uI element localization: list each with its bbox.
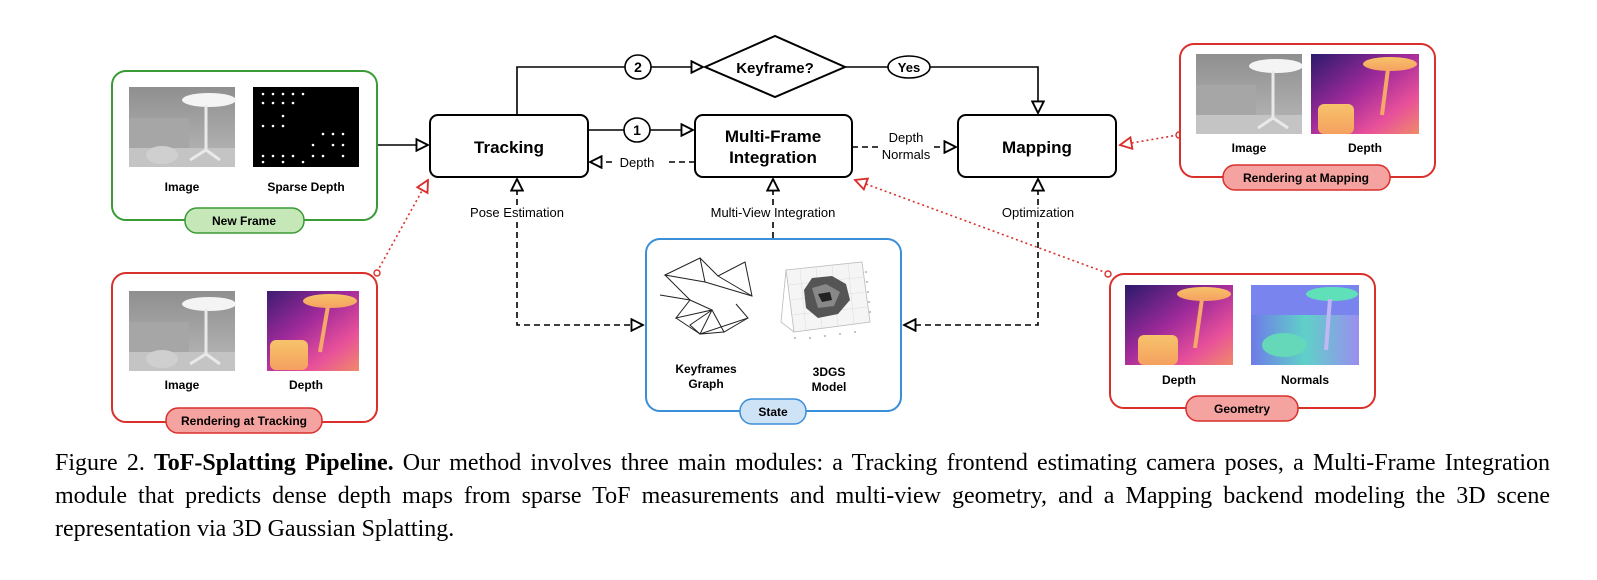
new-frame-image <box>129 87 236 167</box>
step-1-badge: 1 <box>623 117 651 143</box>
geometry-normals <box>1251 285 1359 365</box>
keyframe-label: Keyframe? <box>736 60 814 77</box>
rendering-at-tracking-tag: Rendering at Tracking <box>181 414 307 428</box>
rendering-at-mapping-panel: Image Depth Rendering at Mapping <box>1179 43 1436 191</box>
depth-edge-label: Depth <box>620 155 655 170</box>
render-mapping-depth-label: Depth <box>1348 141 1382 155</box>
new-frame-panel: Image Sparse Depth New Frame <box>111 70 378 234</box>
yes-label: Yes <box>898 60 920 75</box>
keyframe-decision: Keyframe? <box>702 34 848 99</box>
caption-body: Our method involves three main modules: … <box>55 450 1550 542</box>
state-panel: Keyframes Graph 3DGS Model State <box>645 238 902 425</box>
figure-caption: Figure 2. ToF-Splatting Pipeline. Our me… <box>55 447 1550 546</box>
depth-normals-line2: Normals <box>882 147 931 162</box>
geometry-depth-label: Depth <box>1162 373 1196 387</box>
geometry-tag: Geometry <box>1214 402 1270 416</box>
pose-estimation-label: Pose Estimation <box>470 205 564 220</box>
new-frame-sparse-depth <box>253 87 359 167</box>
step-1-label: 1 <box>633 122 641 138</box>
render-tracking-depth-label: Depth <box>289 378 323 392</box>
geometry-panel: Depth Normals Geometry <box>1109 273 1376 422</box>
depth-normals-line1: Depth <box>889 130 924 145</box>
geometry-normals-label: Normals <box>1281 373 1329 387</box>
state-tag: State <box>758 405 788 419</box>
mfi-label-line1: Multi-Frame <box>725 127 821 146</box>
mapping-node: Mapping <box>957 114 1117 178</box>
3dgs-model-label-line2: Model <box>812 380 847 394</box>
new-frame-tag: New Frame <box>212 214 276 228</box>
caption-figure-number: Figure 2. <box>55 450 154 476</box>
optimization-label: Optimization <box>1002 205 1074 220</box>
yes-badge: Yes <box>887 55 931 79</box>
keyframes-graph-illustration <box>659 257 753 335</box>
tracking-node: Tracking <box>429 114 589 178</box>
mapping-label: Mapping <box>1002 138 1072 157</box>
rendering-at-mapping-tag: Rendering at Mapping <box>1243 171 1369 185</box>
pipeline-diagram: Tracking Multi-Frame Integration Mapping… <box>111 34 1436 434</box>
multiview-integration-label: Multi-View Integration <box>711 205 836 220</box>
3dgs-model-illustration <box>780 261 871 339</box>
rendering-at-tracking-panel: Image Depth Rendering at Tracking <box>111 272 378 434</box>
step-2-label: 2 <box>634 59 642 75</box>
render-tracking-image-label: Image <box>165 378 200 392</box>
3dgs-model-label-line1: 3DGS <box>813 365 846 379</box>
keyframes-graph-label-line1: Keyframes <box>675 362 737 376</box>
tracking-label: Tracking <box>474 138 544 157</box>
new-frame-image-label: Image <box>165 180 200 194</box>
mfi-label-line2: Integration <box>729 148 817 167</box>
step-2-badge: 2 <box>624 54 652 80</box>
geometry-depth <box>1125 285 1233 365</box>
caption-title: ToF-Splatting Pipeline. <box>153 450 394 476</box>
keyframes-graph-label-line2: Graph <box>688 377 723 391</box>
render-mapping-image <box>1196 54 1303 134</box>
render-mapping-depth <box>1311 54 1419 134</box>
render-mapping-image-label: Image <box>1232 141 1267 155</box>
render-tracking-depth <box>253 291 359 371</box>
render-tracking-image <box>129 291 236 371</box>
new-frame-sparse-depth-label: Sparse Depth <box>267 180 344 194</box>
multi-frame-integration-node: Multi-Frame Integration <box>694 114 853 178</box>
